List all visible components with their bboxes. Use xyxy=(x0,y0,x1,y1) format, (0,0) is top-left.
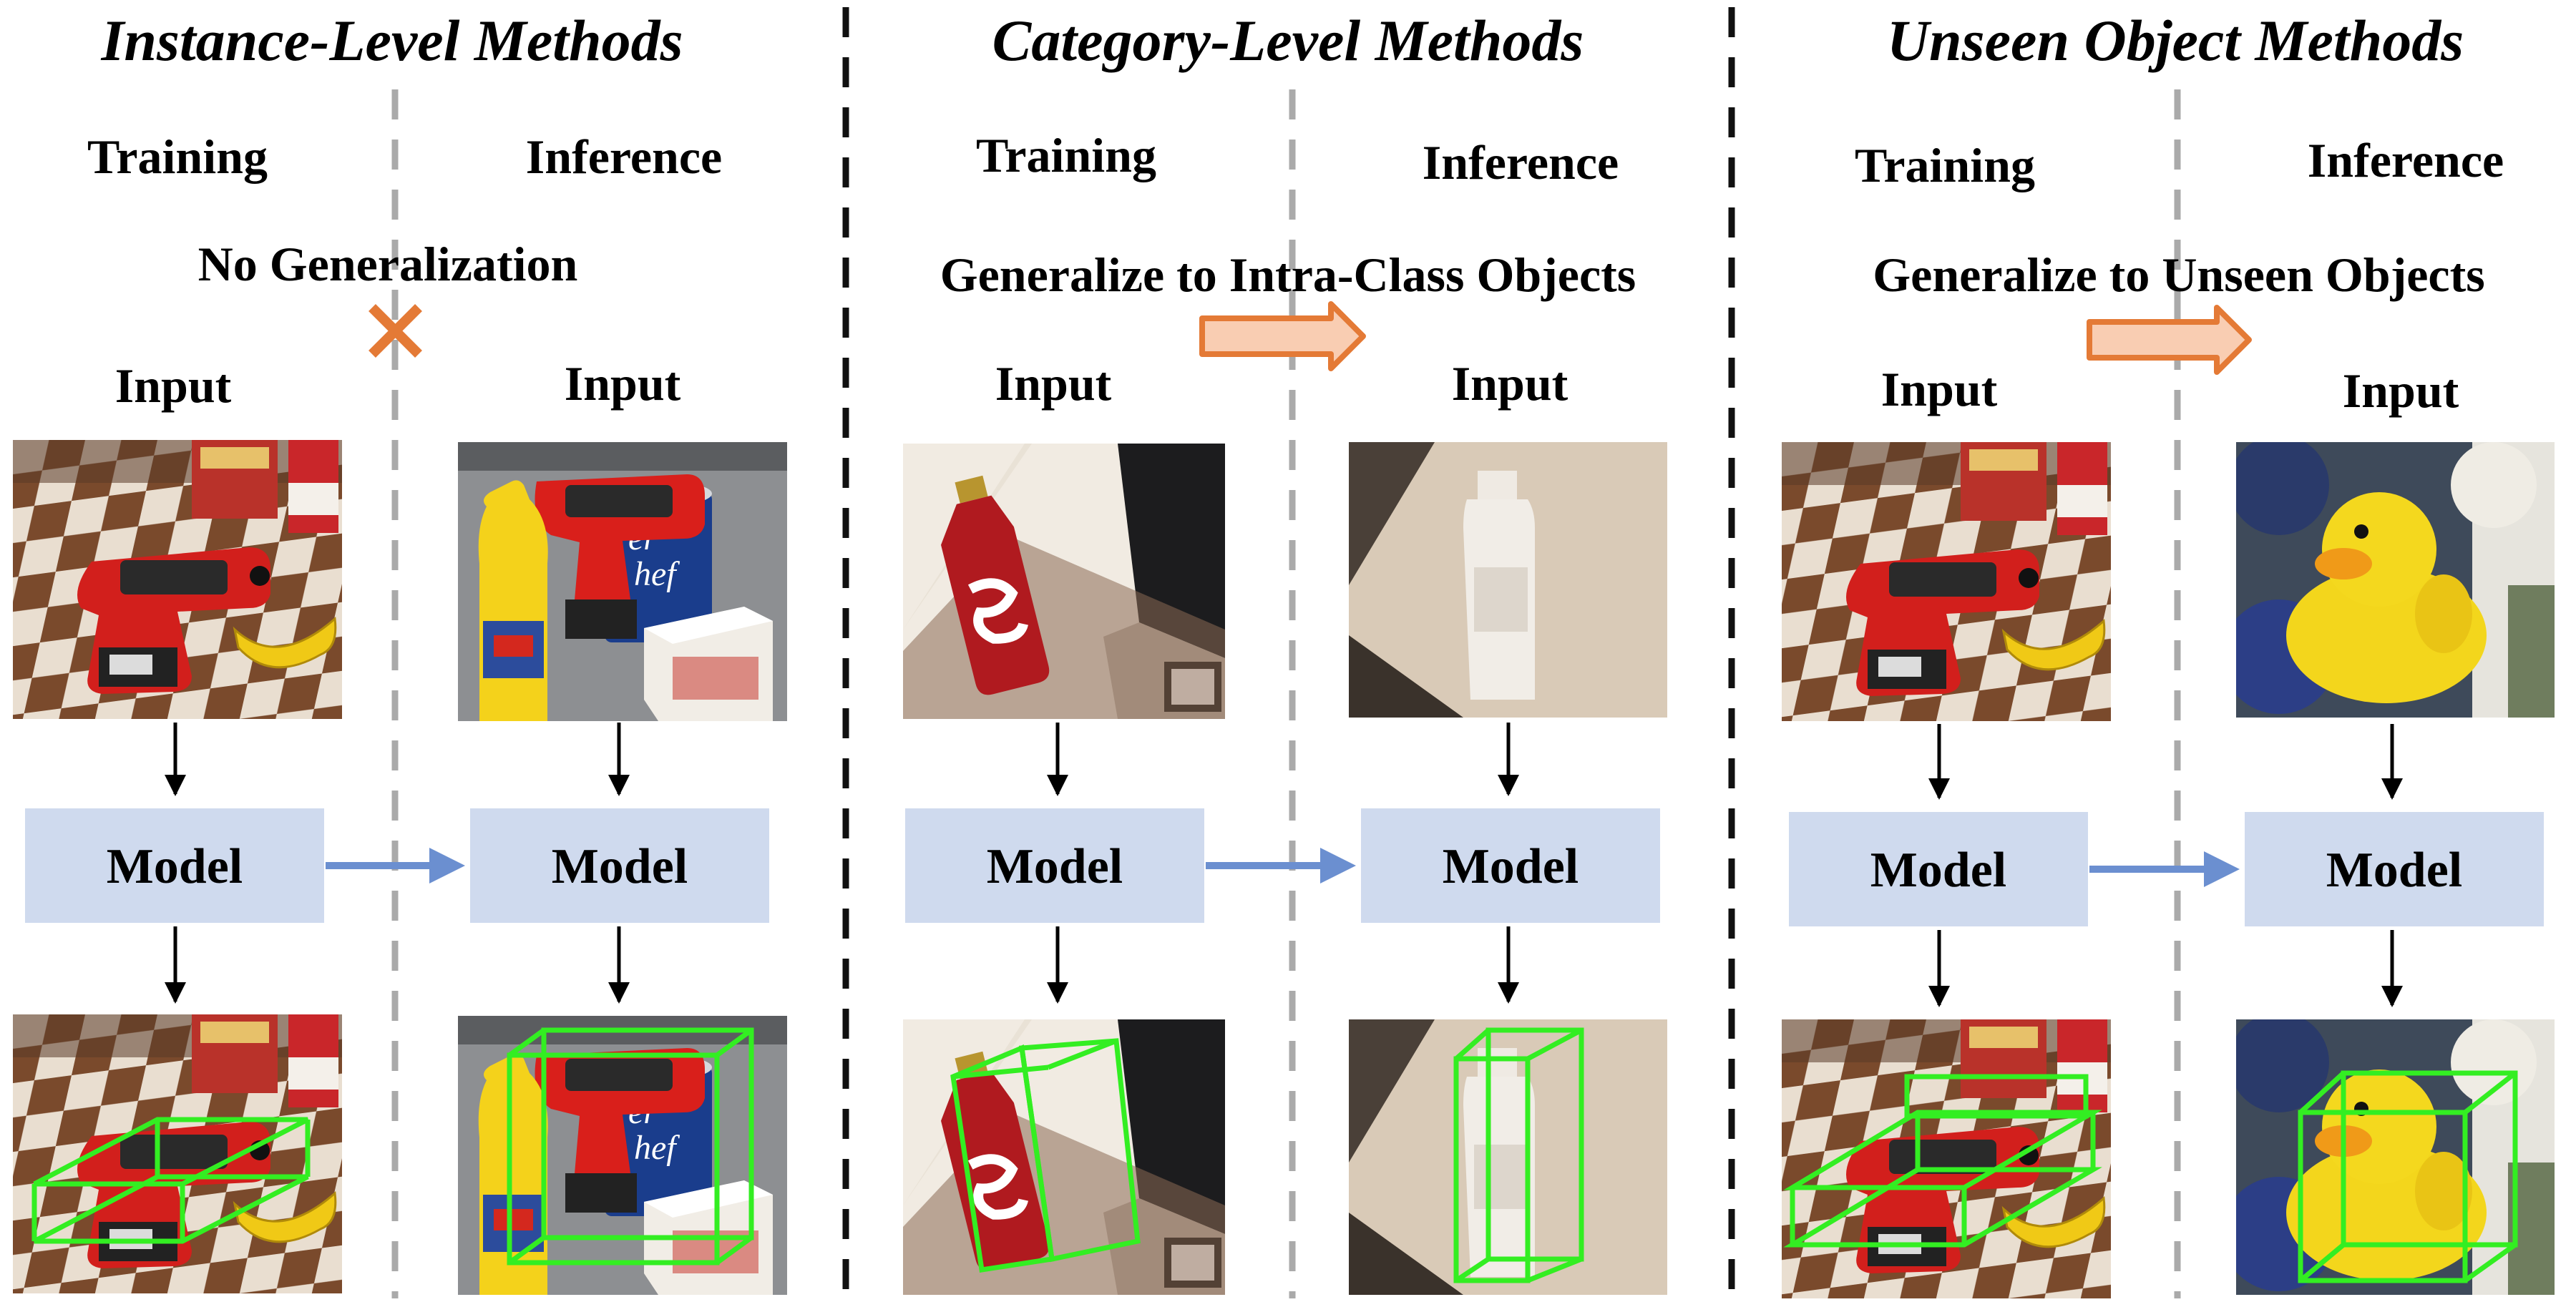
instance-training-model-box xyxy=(25,808,324,923)
category-training-model-box xyxy=(905,808,1204,923)
instance-inference-model-box xyxy=(470,808,769,923)
instance-inference-input-image xyxy=(458,442,787,721)
transfer-arrow-icon xyxy=(2087,305,2252,375)
category-inference-output-image xyxy=(1349,1019,1667,1295)
category-inference-model-box xyxy=(1361,808,1660,923)
unseen-inference-output-image xyxy=(2236,1019,2555,1295)
unseen-training-input-image xyxy=(1782,442,2111,721)
instance-inference-output-image xyxy=(458,1016,787,1295)
instance-training-input-image xyxy=(13,440,342,719)
unseen-training-output-image xyxy=(1782,1019,2111,1298)
unseen-inference-model-box xyxy=(2245,812,2544,926)
category-training-output-image xyxy=(903,1019,1225,1295)
cross-icon xyxy=(369,304,422,358)
instance-training-output-image xyxy=(13,1014,342,1293)
transfer-arrow-icon xyxy=(1199,301,1366,371)
unseen-inference-input-image xyxy=(2236,442,2555,718)
category-inference-input-image xyxy=(1349,442,1667,718)
unseen-training-model-box xyxy=(1789,812,2088,926)
category-training-input-image xyxy=(903,444,1225,719)
